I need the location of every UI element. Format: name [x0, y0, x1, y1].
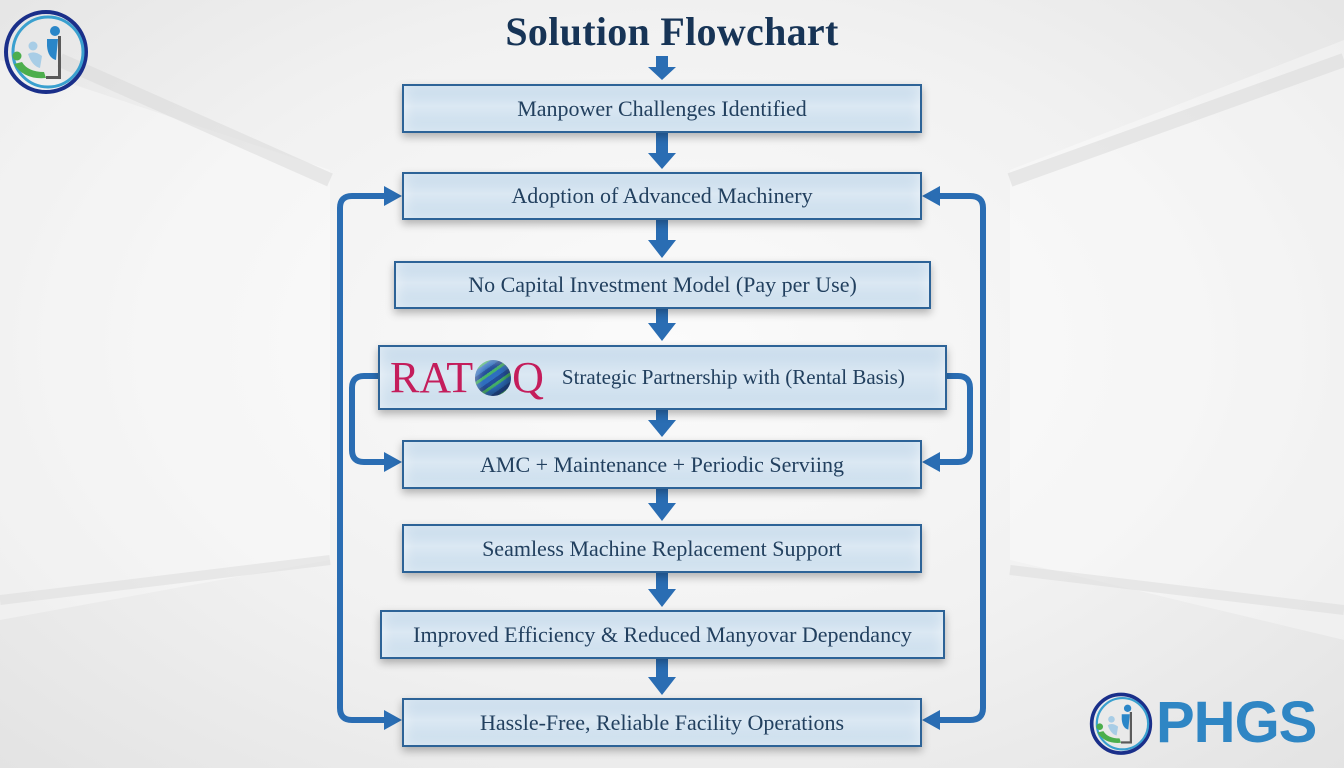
loop-left-outer	[337, 186, 402, 730]
step-no-capital-investment: No Capital Investment Model (Pay per Use…	[394, 261, 931, 309]
arrow-efficiency-to-operations	[648, 659, 676, 695]
step-label: Hassle-Free, Reliable Facility Operation…	[479, 709, 845, 735]
phgs-logo-top-left	[2, 6, 90, 101]
loop-right-inner	[922, 373, 973, 472]
step-label: Adoption of Advanced Machinery	[511, 183, 813, 208]
phgs-logo-text: PHGS	[1156, 690, 1317, 755]
arrow-no-capital-to-partnership	[648, 309, 676, 341]
arrow-machinery-to-no-capital	[648, 220, 676, 258]
phgs-emblem-icon	[1089, 692, 1153, 755]
step-hassle-free-operations: Hassle-Free, Reliable Facility Operation…	[402, 698, 922, 747]
ratoq-logo: RAT Q	[390, 352, 544, 403]
page-title: Solution Flowchart	[505, 9, 839, 54]
loop-left-inner	[349, 373, 402, 472]
step-label: Manpower Challenges Identified	[517, 95, 807, 121]
step-label: No Capital Investment Model (Pay per Use…	[468, 272, 857, 297]
step-improved-efficiency: Improved Efficiency & Reduced Manyovar D…	[380, 610, 945, 659]
step-strategic-partnership: RAT Q Strategic Partnership with (Rental…	[378, 345, 947, 410]
phgs-logo-bottom-right: PHGS	[1088, 690, 1317, 756]
phgs-emblem-icon	[4, 10, 88, 94]
arrow-partnership-to-amc	[648, 410, 676, 437]
step-label: AMC + Maintenance + Periodic Serviing	[480, 451, 844, 477]
step-advanced-machinery: Adoption of Advanced Machinery	[402, 172, 922, 220]
arrow-title-to-manpower	[648, 56, 676, 80]
step-label: Strategic Partnership with (Rental Basis…	[561, 365, 905, 389]
globe-icon	[475, 359, 512, 396]
step-manpower-challenges: Manpower Challenges Identified	[402, 84, 922, 133]
step-label: Improved Efficiency & Reduced Manyovar D…	[413, 621, 912, 647]
arrow-amc-to-replacement	[648, 489, 676, 521]
step-amc-maintenance: AMC + Maintenance + Periodic Serviing	[402, 440, 922, 489]
step-label: Seamless Machine Replacement Support	[482, 535, 842, 561]
arrow-replacement-to-efficiency	[648, 573, 676, 607]
ratoq-logo-text-right: Q	[512, 353, 544, 402]
arrow-manpower-to-machinery	[648, 133, 676, 169]
step-machine-replacement: Seamless Machine Replacement Support	[402, 524, 922, 573]
loop-right-outer	[922, 186, 986, 730]
ratoq-logo-text-left: RAT	[390, 353, 474, 402]
